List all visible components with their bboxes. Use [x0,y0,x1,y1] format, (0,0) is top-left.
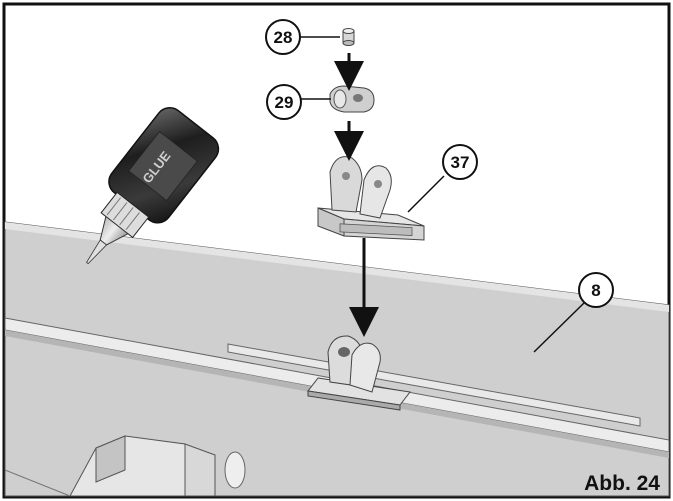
mounted-hinge [307,335,411,411]
callout-28: 28 [265,19,301,55]
leader-37 [407,175,445,213]
leader-lines [300,36,585,353]
assembly-arrows [334,53,379,337]
part-37-hinge-bracket [317,156,425,241]
glue-bottle-icon: GLUE [86,107,220,265]
part-28-bushing [342,28,355,46]
callout-28-label: 28 [274,28,293,47]
callout-8: 8 [578,272,614,308]
callout-29-label: 29 [275,93,294,112]
figure-caption: Abb. 24 [584,472,660,495]
callout-37-label: 37 [451,153,470,172]
callout-29: 29 [266,84,302,120]
leader-8 [533,302,585,353]
part-29-pivot-block [329,85,375,113]
callout-37: 37 [442,144,478,180]
callout-8-label: 8 [591,281,600,300]
